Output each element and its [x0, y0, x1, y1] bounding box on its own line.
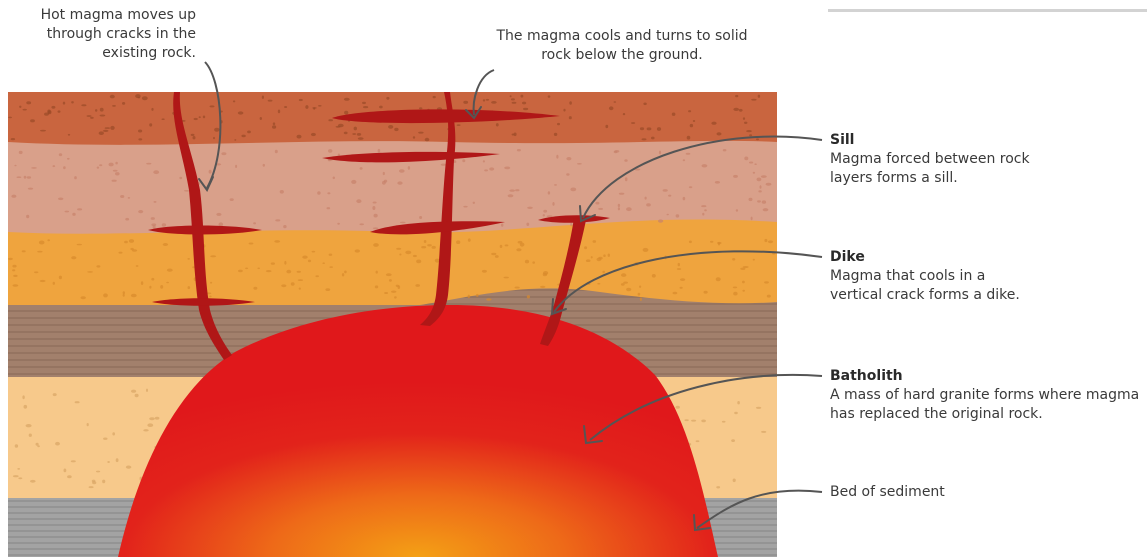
dike-description: Magma that cools in a vertical crack for…	[830, 268, 1020, 303]
dike-title: Dike	[830, 248, 1030, 267]
cracks-annotation: Hot magma moves up through cracks in the…	[20, 6, 196, 63]
batholith-description: A mass of hard granite forms where magma…	[830, 387, 1139, 422]
sill-description: Magma forced between rock layers forms a…	[830, 151, 1030, 186]
batholith-annotation: Batholith A mass of hard granite forms w…	[830, 367, 1147, 424]
cools-annotation: The magma cools and turns to solid rock …	[487, 27, 757, 65]
sill-annotation: Sill Magma forced between rock layers fo…	[830, 131, 1050, 188]
sediment-annotation: Bed of sediment	[830, 483, 1030, 502]
sill-title: Sill	[830, 131, 1050, 150]
batholith-title: Batholith	[830, 367, 1147, 386]
dike-annotation: Dike Magma that cools in a vertical crac…	[830, 248, 1030, 305]
